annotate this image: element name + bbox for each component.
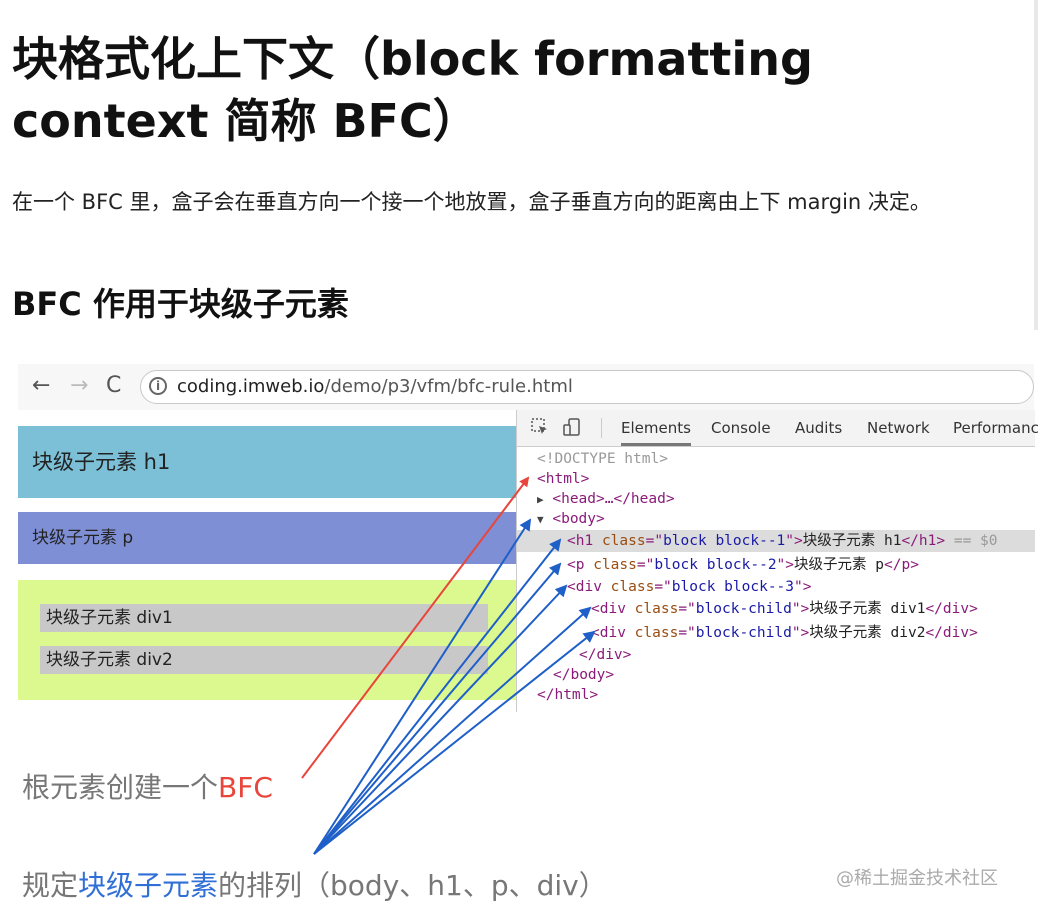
rule-caption-suffix: 的排列（body、h1、p、div） — [218, 869, 607, 902]
child1-text: 块级子元素 div1 — [809, 601, 926, 617]
page-preview: 块级子元素 h1 块级子元素 p 块级子元素 div1 块级子元素 div2 — [18, 410, 516, 910]
body-arrow — [313, 518, 532, 855]
dom-line-child2[interactable]: <div class="block-child">块级子元素 div2</div… — [591, 625, 978, 641]
div2-block: 块级子元素 div2 — [40, 646, 488, 674]
page-title: 块格式化上下文（block formatting context 简称 BFC） — [12, 32, 813, 148]
tab-network[interactable]: Network — [867, 419, 930, 437]
rule-caption-prefix: 规定 — [22, 869, 79, 902]
p-block: 块级子元素 p — [18, 512, 516, 564]
url-text: coding.imweb.io/demo/p3/vfm/bfc-rule.htm… — [177, 376, 573, 397]
dom-line-html[interactable]: <html> — [537, 468, 589, 490]
url-path: /demo/p3/vfm/bfc-rule.html — [324, 376, 573, 397]
inspect-cursor-icon[interactable] — [531, 418, 549, 436]
child1-tag-name: div — [599, 601, 626, 617]
tab-performance[interactable]: Performanc — [953, 419, 1038, 437]
device-toggle-icon[interactable] — [563, 418, 581, 436]
p-tag-name: p — [575, 557, 585, 573]
tab-audits[interactable]: Audits — [795, 419, 843, 437]
back-arrow-icon[interactable]: ← — [32, 373, 51, 398]
browser-toolbar: ← → C i coding.imweb.io/demo/p3/vfm/bfc-… — [18, 364, 1034, 411]
dom-line-div-close[interactable]: </div> — [579, 644, 631, 666]
dom-line-head[interactable]: ▶ <head>…</head> — [537, 488, 675, 510]
dom-line-body-close[interactable]: </body> — [553, 664, 614, 686]
h1-block: 块级子元素 h1 — [18, 426, 516, 498]
url-host: coding.imweb.io — [177, 376, 325, 397]
html-close-tag: </html> — [537, 687, 599, 703]
h1-close-tag-name: h1 — [918, 533, 937, 549]
expand-triangle-icon[interactable]: ▶ — [537, 493, 544, 506]
rule-caption-highlight: 块级子元素 — [78, 869, 219, 902]
info-icon[interactable]: i — [149, 377, 167, 395]
address-bar[interactable]: i coding.imweb.io/demo/p3/vfm/bfc-rule.h… — [140, 370, 1034, 404]
console-ref-badge: == $0 — [953, 533, 998, 549]
dom-line-div[interactable]: <div class="block block--3"> — [567, 579, 812, 595]
tab-elements[interactable]: Elements — [621, 410, 691, 446]
div1-arrow — [313, 606, 592, 855]
section-title: BFC 作用于块级子元素 — [12, 285, 349, 323]
child2-close-tag-name: div — [942, 625, 970, 641]
root-caption-highlight: BFC — [218, 771, 273, 804]
dom-line-body[interactable]: ▼ <body> — [537, 508, 605, 530]
h1-class-value: block block--1 — [663, 533, 786, 549]
dom-line-p[interactable]: <p class="block block--2">块级子元素 p</p> — [567, 557, 919, 573]
h1-text: 块级子元素 h1 — [802, 533, 902, 549]
child1-close-tag-name: div — [942, 601, 970, 617]
child2-class-value: block-child — [695, 625, 792, 641]
watermark: @稀土掘金技术社区 — [836, 868, 998, 889]
div2-arrow — [313, 630, 596, 855]
child2-tag-name: div — [599, 625, 626, 641]
tab-console[interactable]: Console — [711, 419, 771, 437]
toolbar-divider — [601, 418, 602, 438]
dom-line-h1-selected[interactable]: <h1 class="block block--1">块级子元素 h1</h1>… — [517, 530, 1035, 552]
div-close-tag: </div> — [579, 647, 632, 663]
div-tag-name: div — [575, 579, 602, 595]
intro-paragraph: 在一个 BFC 里，盒子会在垂直方向一个接一个地放置，盒子垂直方向的距离由上下 … — [12, 190, 931, 214]
rule-caption: 规定块级子元素的排列（body、h1、p、div） — [22, 864, 607, 904]
child1-class-value: block-child — [695, 601, 792, 617]
collapse-triangle-icon[interactable]: ▼ — [537, 513, 544, 526]
devtools-tabbar: Elements Console Audits Network Performa… — [517, 410, 1038, 447]
doctype-text: <!DOCTYPE html> — [537, 451, 668, 467]
h1-arrow — [313, 538, 562, 855]
body-open-tag: <body> — [552, 511, 605, 527]
p-arrow — [313, 562, 562, 855]
p-class-value: block block--2 — [654, 557, 777, 573]
forward-arrow-icon[interactable]: → — [70, 373, 89, 398]
div-arrow — [313, 584, 568, 855]
root-bfc-arrow — [301, 476, 530, 779]
dom-line-child1[interactable]: <div class="block-child">块级子元素 div1</div… — [591, 601, 978, 617]
head-tag: <head>…</head> — [552, 491, 675, 507]
div1-block: 块级子元素 div1 — [40, 604, 488, 632]
root-caption-text: 根元素创建一个 — [22, 771, 219, 804]
annotation-arrows — [301, 476, 596, 855]
div-class-value: block block--3 — [671, 579, 795, 595]
bfc-screenshot-figure: ← → C i coding.imweb.io/demo/p3/vfm/bfc-… — [18, 364, 1038, 910]
child2-text: 块级子元素 div2 — [809, 625, 926, 641]
h1-tag-name: h1 — [575, 533, 594, 549]
dom-line-html-close[interactable]: </html> — [537, 684, 598, 706]
p-close-tag-name: p — [901, 557, 911, 573]
scrollbar-track[interactable] — [1034, 0, 1038, 330]
body-close-tag: </body> — [553, 667, 615, 683]
p-text: 块级子元素 p — [794, 557, 884, 573]
reload-icon[interactable]: C — [106, 373, 122, 398]
devtools-panel: Elements Console Audits Network Performa… — [516, 410, 1038, 712]
root-bfc-caption: 根元素创建一个BFC — [22, 766, 273, 806]
html-open-tag: <html> — [537, 471, 590, 487]
div-block: 块级子元素 div1 块级子元素 div2 — [18, 580, 516, 700]
dom-line-doctype[interactable]: <!DOCTYPE html> — [537, 448, 668, 470]
